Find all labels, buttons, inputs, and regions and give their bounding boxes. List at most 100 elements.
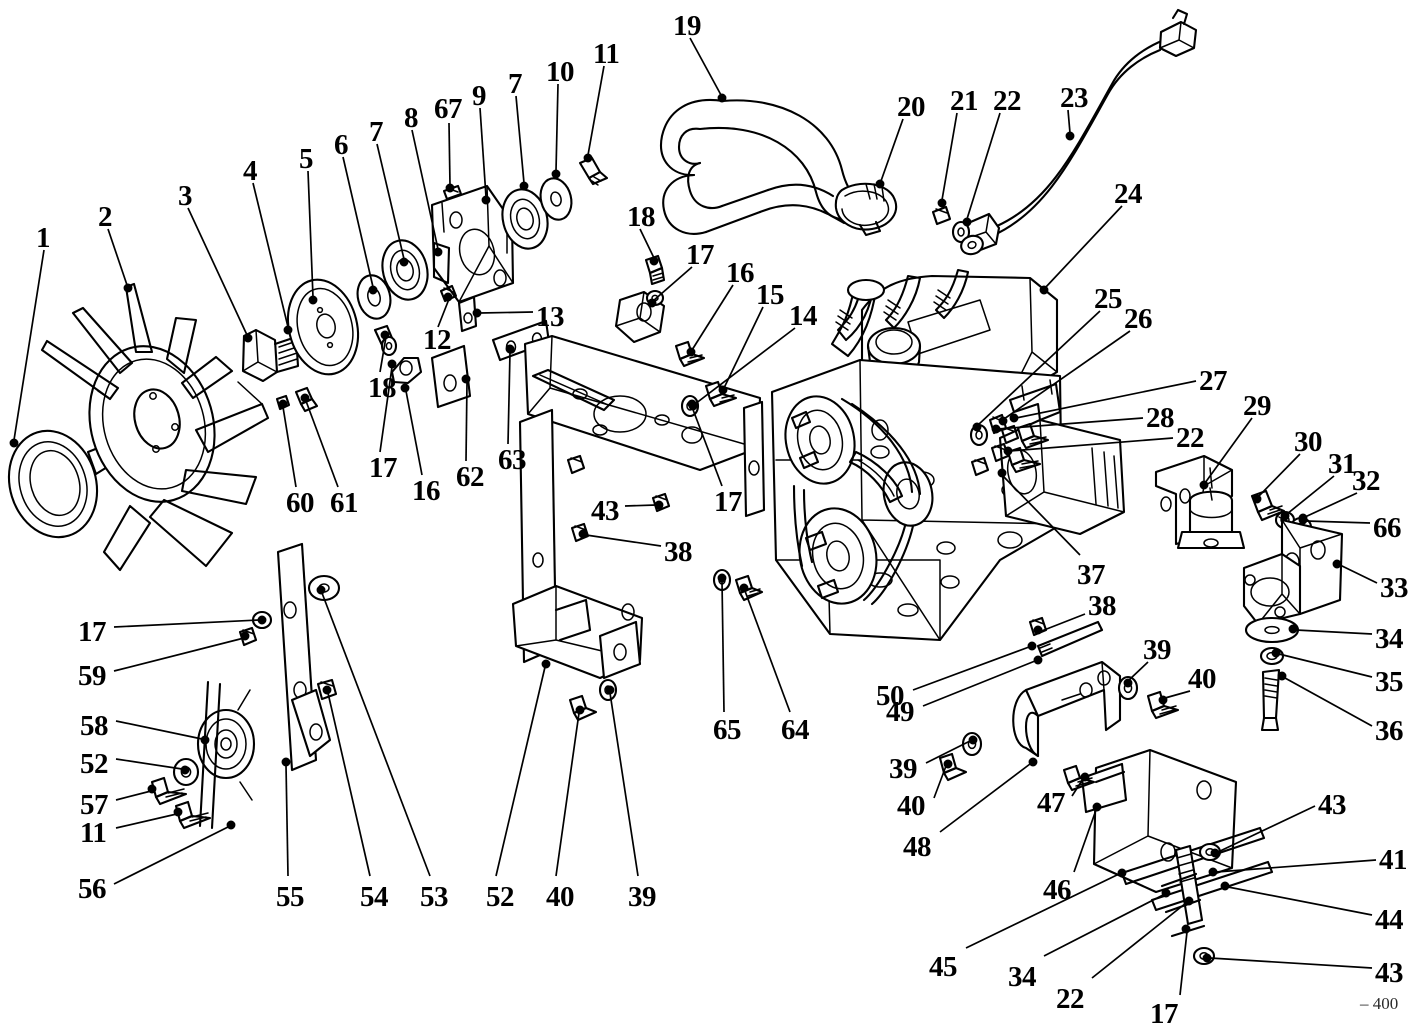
callout-number-17: 17 [78, 616, 107, 648]
callout-number-30: 30 [1294, 426, 1323, 458]
callout-number-38: 38 [1088, 590, 1117, 622]
callout-number-66: 66 [1373, 512, 1402, 544]
callout-number-27: 27 [1199, 365, 1228, 397]
nut-59 [238, 626, 258, 647]
bearing-housing [430, 184, 515, 304]
callout-number-3: 3 [178, 180, 193, 212]
tensioner-arm [848, 450, 904, 504]
callout-number-16: 16 [412, 475, 441, 507]
callout-number-26: 26 [1124, 303, 1153, 335]
callout-number-20: 20 [897, 91, 926, 123]
hose-group [660, 99, 898, 237]
callout-number-40: 40 [1188, 663, 1217, 695]
engine-block [770, 268, 1126, 642]
callout-number-17: 17 [369, 452, 398, 484]
idler-pulley-group [150, 542, 341, 830]
callout-number-10: 10 [546, 56, 575, 88]
callout-number-50: 50 [876, 680, 905, 712]
flat-washer-6 [356, 274, 392, 320]
callout-number-45: 45 [929, 951, 958, 983]
callout-number-39: 39 [628, 881, 657, 913]
belt-pulley-assembly [784, 395, 934, 606]
callout-number-28: 28 [1146, 402, 1175, 434]
callout-number-53: 53 [420, 881, 449, 913]
callout-number-1: 1 [36, 222, 51, 254]
callout-number-43: 43 [1318, 789, 1347, 821]
callout-number-21: 21 [950, 85, 979, 117]
lower-right-mount-group [938, 616, 1274, 966]
callout-number-52: 52 [486, 881, 515, 913]
callout-number-22: 22 [1176, 422, 1205, 454]
callout-number-67: 67 [434, 93, 463, 125]
main-mounting-bracket [511, 334, 766, 722]
callout-number-13: 13 [536, 301, 565, 333]
idler-arm-16 [390, 356, 423, 385]
callout-number-48: 48 [903, 831, 932, 863]
bolt-40b [938, 752, 968, 782]
callout-number-5: 5 [299, 143, 314, 175]
callout-number-38: 38 [664, 536, 693, 568]
leader-lines [9, 37, 1378, 996]
bolt-28 [1006, 446, 1042, 474]
callout-number-2: 2 [98, 201, 113, 233]
callout-number-55: 55 [276, 881, 305, 913]
callout-number-23: 23 [1060, 82, 1089, 114]
battery-cable-group [931, 8, 1198, 256]
callout-number-58: 58 [80, 710, 109, 742]
bolt-57 [150, 776, 188, 806]
callout-number-63: 63 [498, 444, 527, 476]
callout-number-60: 60 [286, 487, 315, 519]
callout-number-49: 49 [886, 696, 915, 728]
lock-washer-35 [1259, 646, 1285, 666]
callout-number-14: 14 [789, 300, 818, 332]
callout-number-11: 11 [80, 817, 107, 849]
rod-49 [1036, 620, 1104, 658]
crank-pulley [286, 278, 360, 376]
callout-number-40: 40 [546, 881, 575, 913]
figure-caption: – 400 [1360, 994, 1399, 1013]
callout-number-43: 43 [591, 495, 620, 527]
callout-number-15: 15 [756, 279, 785, 311]
bolt-27 [1016, 422, 1050, 450]
callout-number-11: 11 [593, 38, 620, 70]
fan-hub-adapter [241, 328, 300, 383]
callout-number-34: 34 [1375, 623, 1404, 655]
callout-number-64: 64 [781, 714, 810, 746]
nut-53 [316, 678, 338, 701]
callout-number-65: 65 [713, 714, 742, 746]
callout-number-18: 18 [368, 372, 397, 404]
nut-43a [566, 454, 586, 475]
fan-drive-group [7, 156, 609, 572]
callout-number-24: 24 [1114, 178, 1143, 210]
flat-bracket-62 [430, 344, 472, 409]
callout-number-39: 39 [889, 753, 918, 785]
idler-pulley-58 [196, 708, 256, 780]
callout-number-56: 56 [78, 873, 107, 905]
callout-number-8: 8 [404, 102, 419, 134]
callout-number-22: 22 [1056, 983, 1085, 1015]
callout-number-29: 29 [1243, 390, 1272, 422]
washer-22a [951, 220, 971, 244]
callout-number-25: 25 [1094, 283, 1123, 315]
callout-number-12: 12 [423, 324, 452, 356]
callout-number-7: 7 [508, 68, 523, 100]
flat-washer-10 [539, 177, 573, 221]
callout-number-36: 36 [1375, 715, 1404, 747]
injection-lines [835, 268, 970, 342]
callout-number-6: 6 [334, 129, 349, 161]
callout-number-7: 7 [369, 116, 384, 148]
callout-number-59: 59 [78, 660, 107, 692]
hose-clamp-20 [834, 182, 898, 237]
bracket-48 [1012, 660, 1122, 758]
callout-number-32: 32 [1352, 465, 1381, 497]
callout-number-41: 41 [1379, 844, 1408, 876]
callout-number-61: 61 [330, 487, 359, 519]
callout-number-40: 40 [897, 790, 926, 822]
callout-number-35: 35 [1375, 666, 1404, 698]
callout-number-33: 33 [1380, 572, 1409, 604]
engine-mount-right [1154, 454, 1344, 732]
callout-number-39: 39 [1143, 634, 1172, 666]
callout-number-17: 17 [714, 486, 743, 518]
callout-number-9: 9 [472, 80, 487, 112]
callout-number-37: 37 [1077, 559, 1106, 591]
